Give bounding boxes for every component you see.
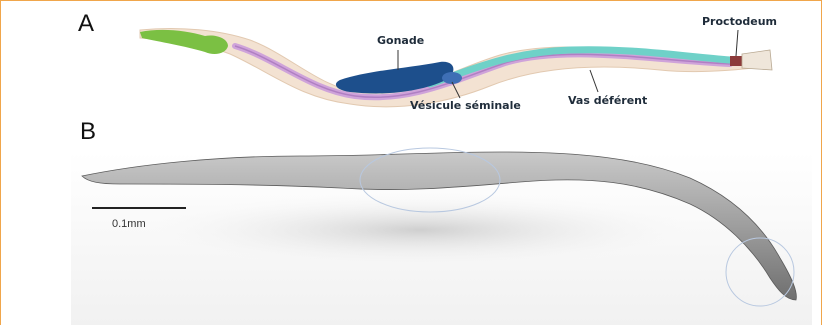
panel-a-letter: A [78,10,94,38]
proctodeum [730,56,742,66]
tail-tip [742,50,772,70]
worm-shadow [120,190,720,270]
scale-bar-label: 0.1mm [112,218,146,230]
panel-b-letter: B [80,118,96,146]
label-seminal-vesicle: Vésicule séminale [410,99,521,112]
panel-b-micrograph: 0.1mm [71,148,812,325]
label-proctodeum: Proctodeum [702,15,777,28]
label-gonad: Gonade [377,34,424,47]
proctodeum-pointer [736,30,738,56]
label-vas-deferens: Vas déférent [568,94,647,107]
vas-deferens-pointer [590,70,598,92]
panel-a-diagram: Gonade Vésicule séminale Vas déférent Pr… [140,15,777,112]
worm-body [140,28,770,106]
